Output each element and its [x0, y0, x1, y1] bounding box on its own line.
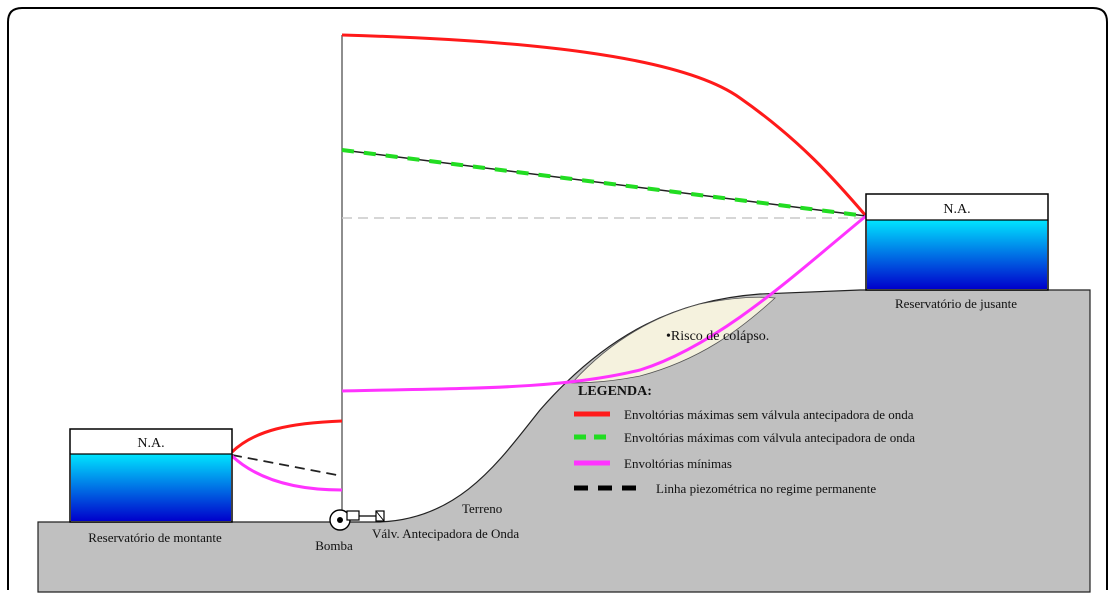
pump-icon: [329, 509, 376, 531]
valve-label: Válv. Antecipadora de Onda: [372, 526, 519, 541]
upstream-water: [71, 454, 231, 521]
terrain-label: Terreno: [462, 501, 502, 516]
min-envelope-curve: [341, 214, 867, 393]
pump-label: Bomba: [315, 538, 353, 553]
legend-label-steady-state: Linha piezométrica no regime permanente: [656, 481, 876, 496]
legend-label-max-with-valve: Envoltórias máximas com válvula antecipa…: [624, 430, 915, 445]
upstream-reservoir-name: Reservatório de montante: [88, 530, 222, 545]
legend-title: LEGENDA:: [578, 384, 652, 399]
upstream-water-level-label: N.A.: [137, 436, 164, 451]
valve-icon: [375, 510, 385, 522]
collapse-risk-label: •Risco de colápso.: [666, 329, 769, 344]
upstream-reservoir: N.A.: [69, 428, 233, 523]
max-envelope-no-valve-curve-left: [230, 419, 343, 454]
downstream-water: [867, 220, 1047, 289]
max-envelope-no-valve-curve: [341, 33, 868, 217]
legend-label-min: Envoltórias mínimas: [624, 456, 732, 471]
downstream-reservoir: N.A.: [865, 193, 1049, 291]
downstream-water-level-label: N.A.: [943, 202, 970, 217]
min-envelope-curve-left: [230, 454, 343, 492]
steady-state-piezometric-line-left: [231, 454, 343, 477]
outer-frame: [7, 7, 1108, 590]
collapse-risk-zone: [571, 296, 776, 384]
legend: LEGENDA: Envoltórias máximas sem válvula…: [574, 384, 915, 496]
legend-label-max-no-valve: Envoltórias máximas sem válvula antecipa…: [624, 407, 914, 422]
downstream-reservoir-name: Reservatório de jusante: [895, 296, 1017, 311]
max-envelope-with-valve-curve: [341, 148, 867, 218]
